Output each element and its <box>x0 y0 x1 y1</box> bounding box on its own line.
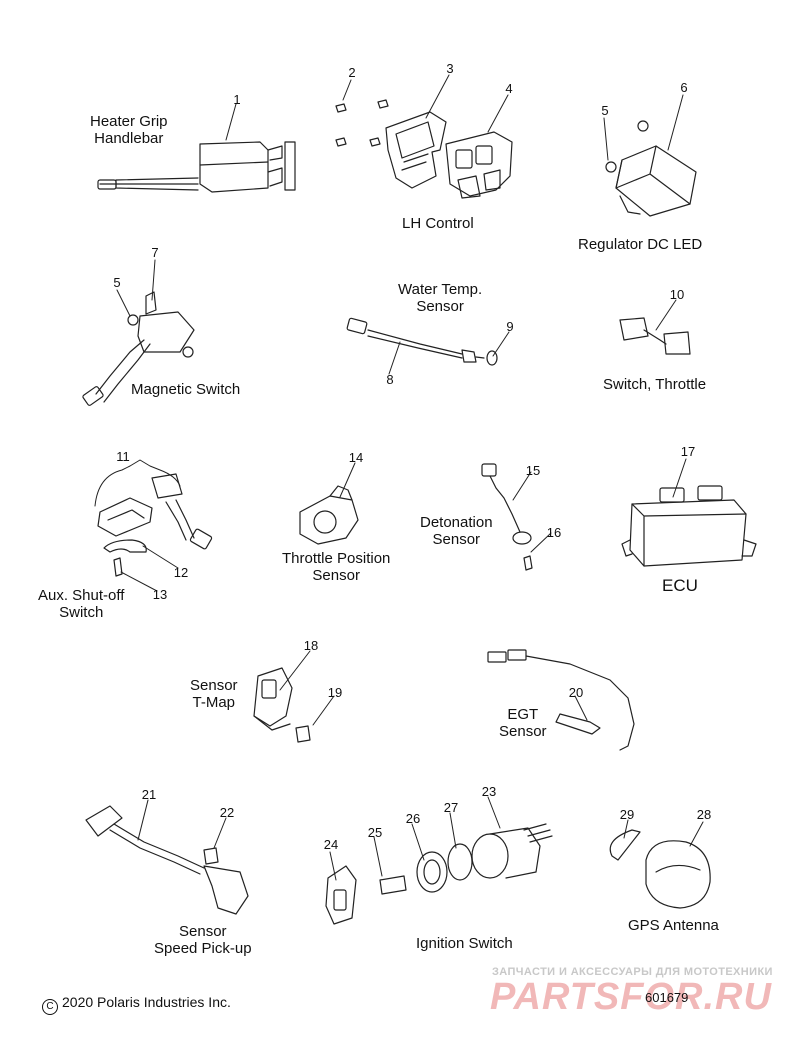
callout-21: 21 <box>141 787 157 802</box>
label-sensor-tmap: Sensor T-Map <box>190 677 238 711</box>
screw-parts <box>335 99 389 147</box>
callout-28: 28 <box>696 807 712 822</box>
throttle-switch-part <box>619 317 691 355</box>
watermark-logo: PARTSFOR.RU <box>490 976 772 1018</box>
callout-24: 24 <box>323 837 339 852</box>
callout-18: 18 <box>303 638 319 653</box>
callout-29: 29 <box>619 807 635 822</box>
callout-26: 26 <box>405 811 421 826</box>
label-ecu: ECU <box>662 576 698 595</box>
watermark-tagline: ЗАПЧАСТИ И АКСЕССУАРЫ ДЛЯ МОТОТЕХНИКИ <box>492 966 773 978</box>
label-gps-antenna: GPS Antenna <box>628 917 719 934</box>
callout-1: 1 <box>233 92 241 107</box>
label-regulator: Regulator DC LED <box>578 236 703 253</box>
callout-15: 15 <box>525 463 541 478</box>
callout-4: 4 <box>505 81 513 96</box>
callout-23: 23 <box>481 784 497 799</box>
label-speed-pickup: Sensor Speed Pick-up <box>154 923 252 957</box>
copyright-text: 2020 Polaris Industries Inc. <box>62 994 231 1010</box>
throttle-position-sensor-part <box>299 485 359 545</box>
tmap-sensor-part <box>253 667 311 743</box>
label-switch-throttle: Switch, Throttle <box>603 376 707 393</box>
regulator-part <box>605 120 697 217</box>
label-water-temp: Water Temp. Sensor <box>398 281 483 315</box>
lh-control-switch-part <box>445 131 513 199</box>
label-aux-shutoff: Aux. Shut-off Switch <box>38 587 125 621</box>
callout-6: 6 <box>680 80 688 95</box>
egt-sensor-part <box>487 649 635 751</box>
label-lh-control: LH Control <box>402 215 474 232</box>
label-throttle-position: Throttle Position Sensor <box>282 550 391 584</box>
callout-27: 27 <box>443 800 459 815</box>
label-detonation: Detonation Sensor <box>420 514 493 548</box>
callout-5b: 5 <box>113 275 121 290</box>
callout-17: 17 <box>680 444 696 459</box>
label-ignition-switch: Ignition Switch <box>416 935 513 952</box>
ignition-switch-part <box>325 823 553 925</box>
callout-12: 12 <box>173 565 189 580</box>
label-magnetic-switch: Magnetic Switch <box>131 381 241 398</box>
callout-2: 2 <box>348 65 356 80</box>
callout-11: 11 <box>116 449 130 464</box>
callout-14: 14 <box>348 450 364 465</box>
lh-control-housing-part <box>385 111 447 189</box>
copyright-symbol: C <box>42 999 58 1015</box>
aux-shutoff-switch-part <box>97 473 213 577</box>
gps-antenna-part <box>609 829 711 909</box>
callout-20: 20 <box>568 685 584 700</box>
diagram-number: 601679 <box>645 990 689 1005</box>
magnetic-switch-part <box>82 291 195 406</box>
callout-10: 10 <box>669 287 685 302</box>
callout-25: 25 <box>367 825 383 840</box>
callout-22: 22 <box>219 805 235 820</box>
heater-grip-harness-part <box>97 141 296 193</box>
callout-8: 8 <box>386 372 394 387</box>
speed-pickup-sensor-part <box>85 805 249 915</box>
label-heater-grip: Heater Grip Handlebar <box>90 113 168 147</box>
leader-lines <box>94 74 704 881</box>
water-temp-sensor-part <box>346 317 498 366</box>
label-egt: EGT Sensor <box>499 706 547 740</box>
detonation-sensor-part <box>481 463 533 571</box>
callout-5a: 5 <box>601 103 609 118</box>
callout-16: 16 <box>546 525 562 540</box>
ecu-part <box>621 485 757 567</box>
callout-19: 19 <box>327 685 343 700</box>
callout-7: 7 <box>151 245 159 260</box>
callout-9: 9 <box>506 319 514 334</box>
callout-13: 13 <box>152 587 168 602</box>
callout-3: 3 <box>446 61 454 76</box>
